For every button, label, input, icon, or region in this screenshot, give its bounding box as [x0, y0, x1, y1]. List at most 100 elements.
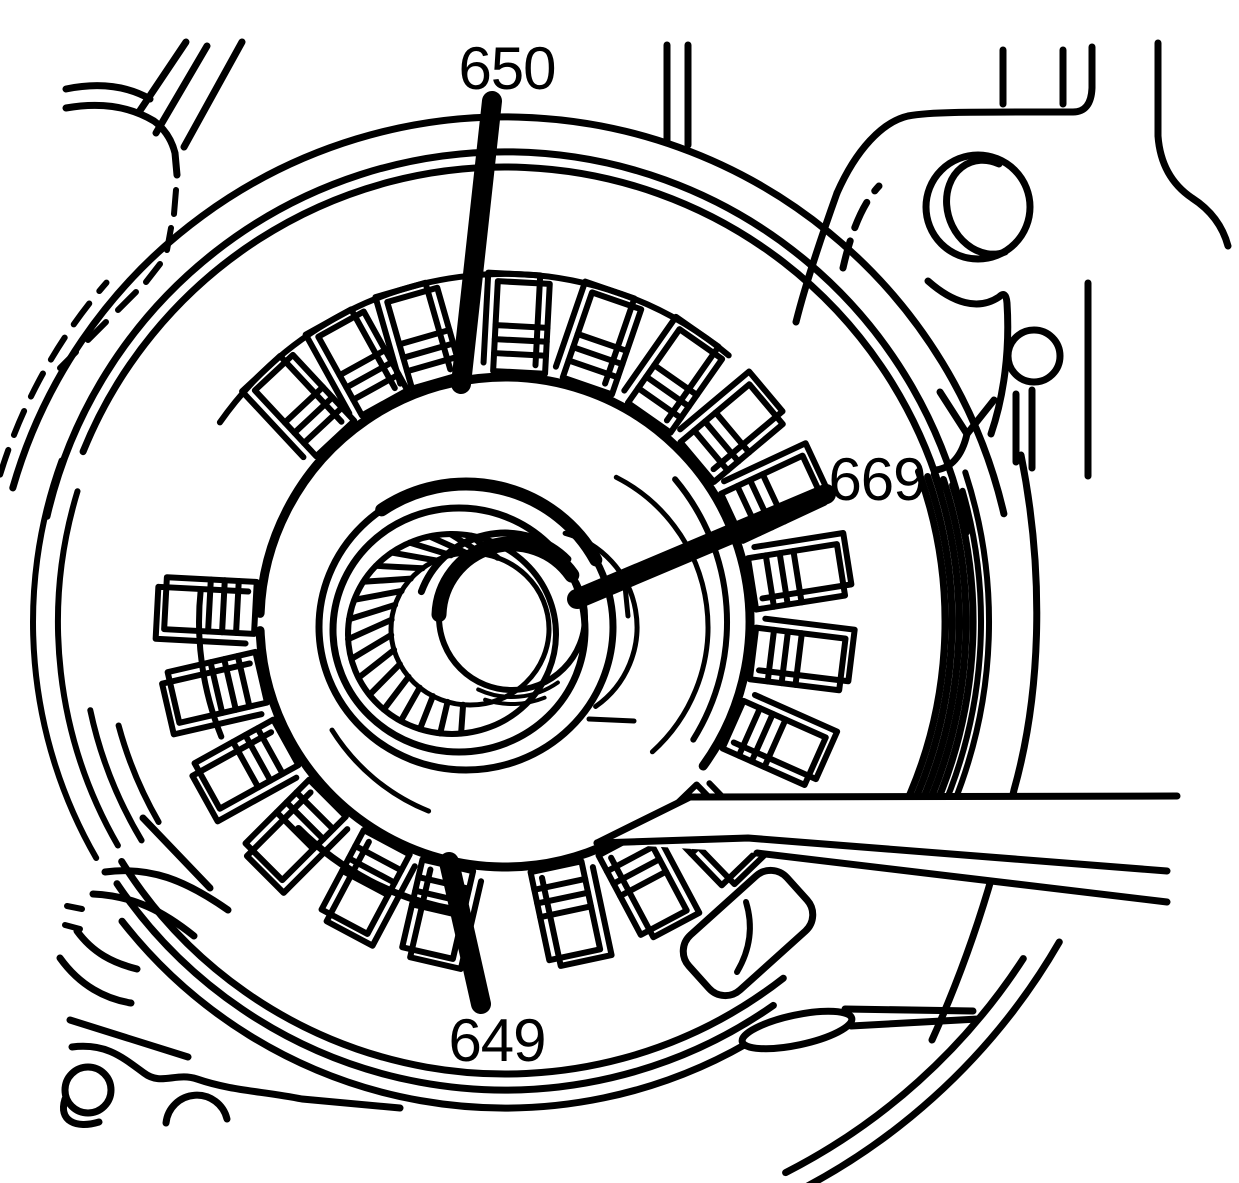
- case-edge-below-boss: [792, 189, 841, 326]
- casting-line: [89, 890, 198, 940]
- right-band-arc: [893, 468, 949, 826]
- callout-649-leader: [445, 858, 485, 1008]
- clutch-plate-tab: [242, 776, 351, 896]
- outer-rim-dashed-arc: [0, 279, 110, 478]
- left-rib-arc: [115, 722, 162, 825]
- case-corner-edge: [1154, 39, 1232, 250]
- left-rib-arc: [30, 457, 100, 861]
- gasket-tab-oval: [738, 1007, 856, 1053]
- tab-offset-outline: [302, 306, 398, 417]
- tab-stripes: [205, 576, 242, 636]
- tab-stripes: [603, 843, 670, 900]
- clutch-plate-tab: [745, 529, 855, 613]
- casting-hole-tail: [60, 1095, 103, 1128]
- tab-stripes: [281, 384, 345, 447]
- clutch-plate-tab: [480, 269, 553, 377]
- case-edge-line: [62, 82, 154, 103]
- inner-detail-arc: [329, 727, 432, 814]
- spline-hatch-line: [348, 632, 395, 662]
- callout-669-label: 669: [828, 446, 925, 513]
- tab-outline: [490, 278, 553, 377]
- right-band-arc: [925, 481, 977, 824]
- case-rib-line: [152, 42, 211, 137]
- tab-stripes: [691, 409, 753, 474]
- spline-inner-ellipse: [388, 550, 552, 708]
- hub-and-spline-bore: [315, 477, 637, 774]
- clutch-plate-tab: [746, 615, 858, 694]
- tab-outline: [746, 624, 849, 694]
- tab-offset-outline: [539, 864, 615, 969]
- tab-stripes: [207, 652, 253, 716]
- spline-hatch-line: [416, 693, 436, 733]
- detail-dashes: [586, 583, 637, 724]
- tab-stripes: [635, 362, 700, 421]
- pry-tool-blade-edge: [593, 834, 1171, 875]
- case-bell-arc: [782, 955, 1027, 1177]
- case-rib-line: [135, 38, 190, 116]
- bore-chamfer-arc: [476, 680, 560, 699]
- callout-669-leader: [573, 490, 830, 603]
- tab-stripes: [396, 327, 461, 375]
- right-band-arc: [909, 470, 963, 825]
- right-band-arc: [915, 476, 970, 828]
- case-short-ribs: [1012, 386, 1036, 472]
- inner-detail-arc: [613, 474, 711, 755]
- spline-hatch-line: [360, 575, 414, 585]
- callout-649-label: 649: [448, 1007, 545, 1074]
- callout-650-leader: [457, 97, 496, 388]
- pry-tool-top-edge: [593, 792, 1181, 847]
- tab-offset-outline: [730, 691, 841, 783]
- tab-outline: [559, 289, 645, 398]
- backing-plate-ring: [255, 372, 755, 771]
- pry-tool-side-edge: [753, 849, 1171, 906]
- pry-tool: [593, 792, 1181, 906]
- housing-details: [679, 866, 982, 1053]
- casting-line: [139, 814, 214, 892]
- callouts: 650 669 649: [439, 35, 927, 1074]
- tab-stripes: [762, 548, 805, 610]
- hub-top-crescent: [375, 477, 603, 567]
- spline-hatch-line: [346, 601, 399, 623]
- tab-offset-outline: [552, 278, 638, 387]
- tab-outline: [191, 716, 302, 812]
- plate-edge-arc: [295, 825, 458, 914]
- tab-offset-outline: [677, 368, 786, 473]
- right-band-arc: [950, 469, 992, 807]
- case-bolt-rib: [663, 41, 692, 149]
- tab-offset-outline: [751, 529, 855, 602]
- tab-stripes: [764, 626, 805, 688]
- tab-outline: [595, 828, 690, 938]
- bore-chamfer-arc: [483, 695, 547, 706]
- left-rib-arc: [55, 488, 121, 849]
- tab-outline: [624, 326, 726, 436]
- tab-offset-outline: [480, 269, 544, 369]
- tab-offset-outline: [152, 583, 252, 647]
- case-opening-sweep: [928, 451, 1041, 1044]
- boss-outline: [833, 43, 1096, 197]
- clutch-plate-tab: [318, 827, 418, 949]
- tab-stripes: [230, 725, 286, 791]
- outer-rim-arc: [43, 148, 970, 536]
- spline-hatch-line: [397, 684, 423, 724]
- case-bell-arc: [805, 938, 1063, 1183]
- tab-offset-outline: [323, 838, 418, 949]
- spline-hatch-line: [351, 588, 405, 603]
- casting-dashes: [62, 903, 85, 932]
- tab-outline: [384, 284, 466, 392]
- spline-hatch-line: [345, 616, 395, 643]
- backing-plate-ring: [255, 626, 617, 872]
- tab-offset-outline: [243, 789, 351, 896]
- case-hook-edge: [924, 277, 1012, 438]
- tab-outline: [161, 574, 260, 637]
- spline-hatch-line: [426, 533, 470, 557]
- shaft-bore-thick-edge: [431, 536, 580, 622]
- clutch-plate-tab: [159, 648, 271, 738]
- clutch-plate-tab: [302, 306, 411, 419]
- case-rib-line: [180, 38, 246, 151]
- clutch-plate-tab: [595, 828, 703, 941]
- spline-hatch-line: [437, 698, 451, 737]
- case-notch-tail: [932, 430, 971, 474]
- clutch-plate-tab: [621, 313, 726, 436]
- tab-offset-outline: [621, 313, 722, 424]
